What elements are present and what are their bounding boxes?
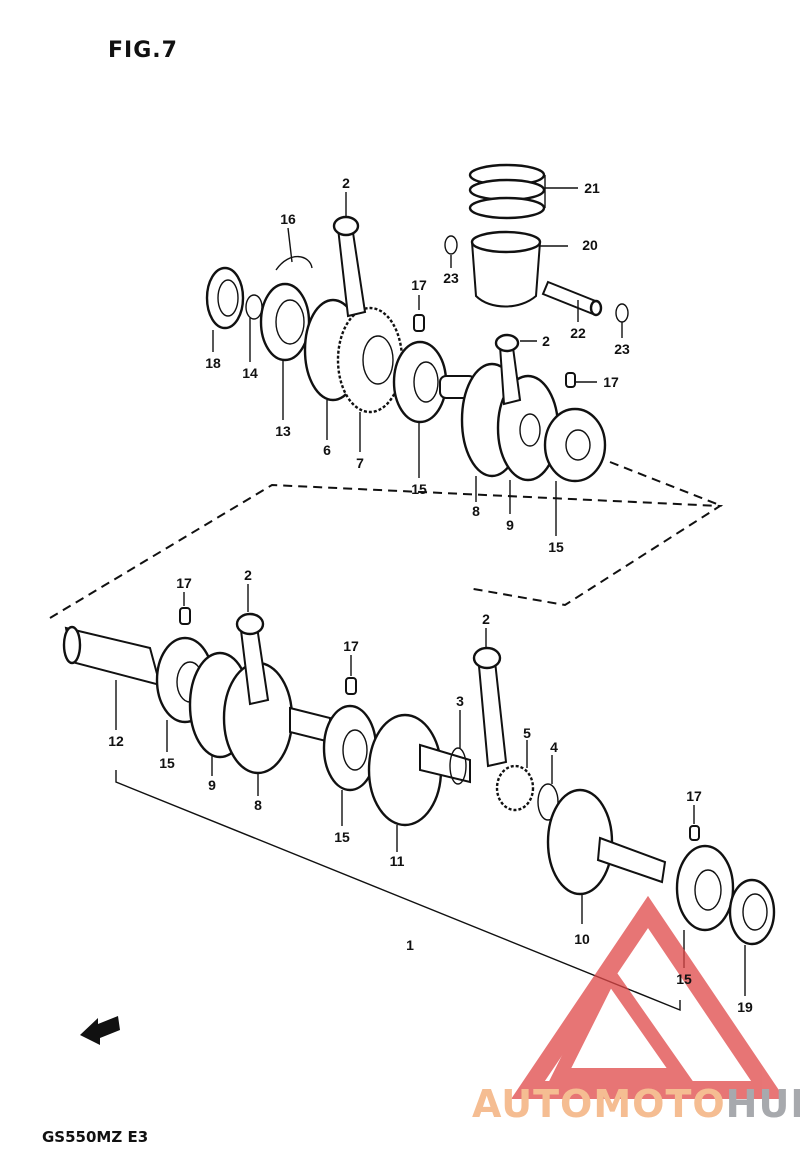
callout-8: 8 <box>254 797 262 813</box>
drive-gear-7 <box>336 306 404 414</box>
bearing-15-upper-right <box>543 407 607 483</box>
brand-secondary: HUB <box>725 1082 800 1126</box>
callout-17: 17 <box>603 374 619 390</box>
callout-23: 23 <box>614 341 630 357</box>
callout-20: 20 <box>582 237 598 253</box>
callout-14: 14 <box>242 365 258 381</box>
callout-6: 6 <box>323 442 331 458</box>
automotohub-logo-icon <box>511 895 785 1099</box>
dowel-pin-17-upper <box>413 314 425 332</box>
callout-9: 9 <box>506 517 514 533</box>
oil-seal-18 <box>205 266 245 330</box>
assembly-bracket-1 <box>115 770 681 1012</box>
callout-15: 15 <box>676 971 692 987</box>
callout-3: 3 <box>456 693 464 709</box>
callout-17: 17 <box>411 277 427 293</box>
circlip-23-right <box>615 303 629 323</box>
callout-13: 13 <box>275 423 291 439</box>
connecting-rod-upper-right <box>494 333 522 406</box>
model-code: GS550MZ E3 <box>42 1128 149 1146</box>
dowel-pin-17-upper-right <box>565 372 576 388</box>
circlip-14 <box>245 294 263 320</box>
connecting-rod-lower-right <box>472 646 508 768</box>
piston-pin-22 <box>541 280 603 317</box>
callout-2: 2 <box>542 333 550 349</box>
callout-15: 15 <box>411 481 427 497</box>
callout-19: 19 <box>737 999 753 1015</box>
callout-10: 10 <box>574 931 590 947</box>
bearing-13 <box>259 282 311 362</box>
callout-2: 2 <box>482 611 490 627</box>
part-callouts: 1 2 2 2 2 3 4 5 6 7 8 8 9 9 10 11 12 13 … <box>108 175 753 1015</box>
callout-11: 11 <box>390 853 405 869</box>
dowel-pin-17-lower-right <box>689 825 700 841</box>
brand-watermark: AUTOMOTOHUB <box>472 1082 800 1126</box>
direction-arrow-icon <box>80 1016 120 1045</box>
section-outline-upper <box>609 461 723 507</box>
callout-15: 15 <box>548 539 564 555</box>
callout-2: 2 <box>244 567 252 583</box>
callout-1: 1 <box>406 937 414 953</box>
callout-23: 23 <box>443 270 459 286</box>
figure-title: FIG.7 <box>108 38 178 63</box>
callout-9: 9 <box>208 777 216 793</box>
callout-16: 16 <box>280 211 296 227</box>
callout-17: 17 <box>686 788 702 804</box>
dowel-pin-17-lower-left <box>179 607 191 625</box>
callout-8: 8 <box>472 503 480 519</box>
callout-18: 18 <box>205 355 221 371</box>
callout-4: 4 <box>550 739 558 755</box>
callout-17: 17 <box>343 638 359 654</box>
piston-rings-21 <box>468 163 546 220</box>
callout-15: 15 <box>334 829 350 845</box>
crankshaft-main <box>62 625 776 946</box>
dowel-pin-17-lower-mid <box>345 677 357 695</box>
brand-primary: AUTOMOTO <box>472 1082 726 1126</box>
piston-20 <box>470 230 542 308</box>
callout-15: 15 <box>159 755 175 771</box>
connecting-rod-lower-left <box>235 612 270 706</box>
callout-12: 12 <box>108 733 124 749</box>
callout-7: 7 <box>356 455 364 471</box>
section-outline <box>49 483 724 619</box>
leader-lines <box>115 175 746 996</box>
callout-2: 2 <box>342 175 350 191</box>
clip-16 <box>275 255 313 271</box>
callout-21: 21 <box>584 180 600 196</box>
callout-5: 5 <box>523 725 531 741</box>
callout-17: 17 <box>176 575 192 591</box>
callout-22: 22 <box>570 325 586 341</box>
circlip-23-left <box>444 235 458 255</box>
